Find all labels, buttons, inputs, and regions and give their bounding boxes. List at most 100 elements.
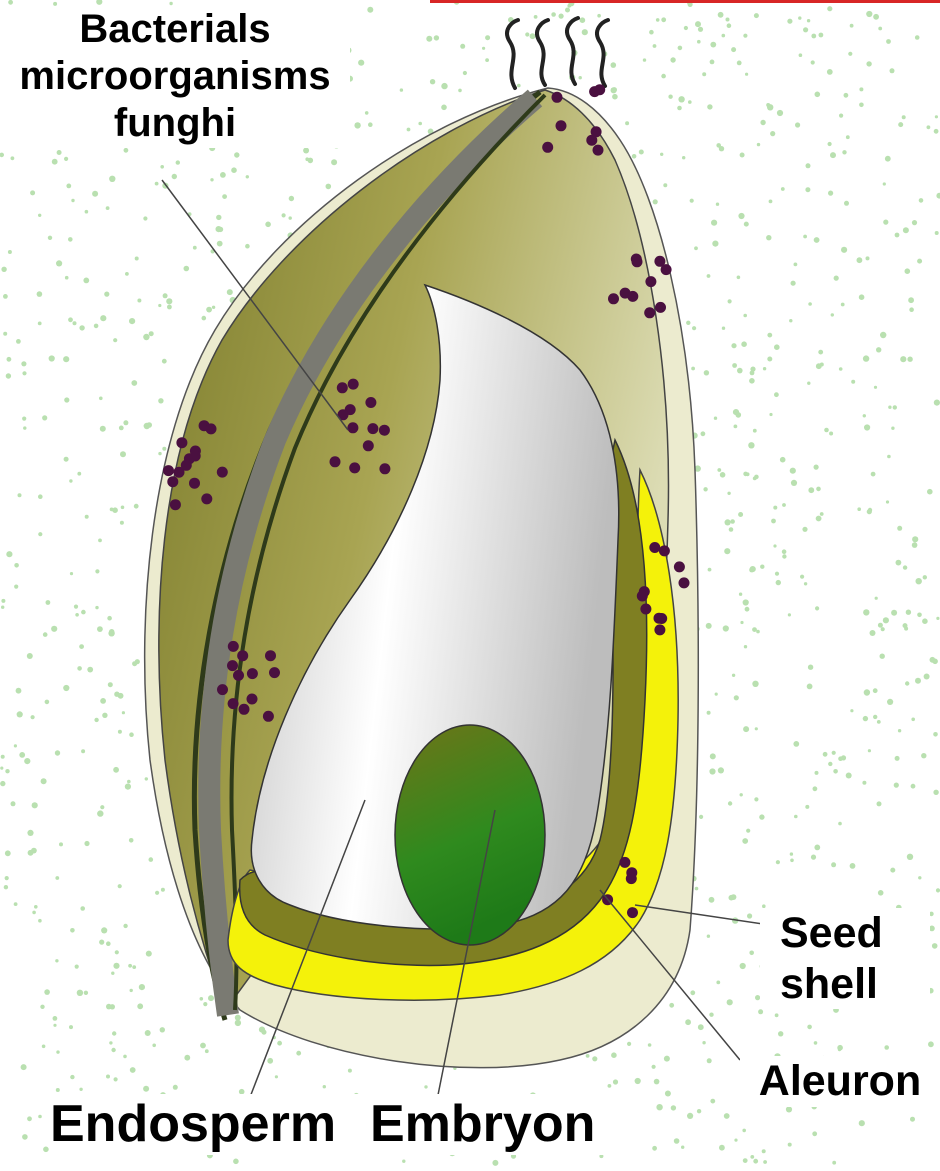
bg-dot	[900, 356, 906, 362]
bg-dot	[890, 868, 895, 873]
bg-dot	[118, 884, 122, 888]
bg-dot	[790, 852, 793, 855]
bg-dot	[670, 57, 675, 62]
bg-dot	[42, 415, 47, 420]
bg-dot	[727, 23, 732, 28]
bg-dot	[227, 289, 233, 295]
bg-dot	[235, 1015, 241, 1021]
bg-dot	[22, 417, 26, 421]
bg-dot	[827, 6, 832, 11]
bg-dot	[816, 516, 822, 522]
bg-dot	[885, 156, 891, 162]
bg-dot	[400, 88, 403, 91]
bg-dot	[203, 1002, 207, 1006]
bg-dot	[759, 814, 764, 819]
bg-dot	[652, 1065, 656, 1069]
bg-dot	[710, 60, 715, 65]
bg-dot	[160, 1027, 165, 1032]
bg-dot	[841, 247, 847, 253]
bg-dot	[441, 83, 447, 89]
bg-dot	[167, 305, 172, 310]
microbe-dot	[227, 660, 238, 671]
bg-dot	[711, 220, 717, 226]
bg-dot	[803, 27, 808, 32]
bg-dot	[850, 709, 853, 712]
bg-dot	[748, 442, 754, 448]
bg-dot	[734, 1139, 737, 1142]
bg-dot	[749, 951, 754, 956]
bg-dot	[799, 53, 803, 57]
microbe-dot	[556, 120, 567, 131]
bg-dot	[732, 674, 735, 677]
bg-dot	[14, 563, 19, 568]
bg-dot	[84, 991, 88, 995]
bg-dot	[639, 150, 644, 155]
microbe-dot	[644, 307, 655, 318]
bg-dot	[863, 609, 869, 615]
microbe-dot	[269, 667, 280, 678]
bg-dot	[898, 122, 903, 127]
bg-dot	[740, 793, 743, 796]
microbe-dot	[593, 145, 604, 156]
bg-dot	[857, 257, 863, 263]
bg-dot	[426, 36, 432, 42]
bg-dot	[743, 34, 747, 38]
microbe-dot	[170, 499, 181, 510]
bg-dot	[829, 432, 833, 436]
bg-dot	[746, 472, 750, 476]
bg-dot	[724, 1113, 730, 1119]
bg-dot	[701, 431, 706, 436]
bg-dot	[109, 176, 115, 182]
bg-dot	[84, 841, 89, 846]
bg-dot	[709, 1013, 713, 1017]
bg-dot	[753, 429, 757, 433]
bg-dot	[871, 472, 876, 477]
bg-dot	[886, 500, 889, 503]
bg-dot	[104, 292, 109, 297]
bg-dot	[828, 762, 832, 766]
bg-dot	[612, 87, 617, 92]
bg-dot	[933, 790, 938, 795]
bg-dot	[769, 413, 772, 416]
bg-dot	[173, 1085, 178, 1090]
bg-dot	[111, 1048, 115, 1052]
microbe-dot	[649, 542, 660, 553]
bg-dot	[46, 600, 51, 605]
bg-dot	[790, 468, 796, 474]
bg-dot	[17, 711, 23, 717]
bg-dot	[611, 62, 617, 68]
bg-dot	[3, 332, 7, 336]
bg-dot	[870, 630, 876, 636]
bg-dot	[791, 281, 796, 286]
bg-dot	[760, 120, 765, 125]
bg-dot	[828, 191, 833, 196]
bg-dot	[868, 508, 872, 512]
bg-dot	[743, 599, 749, 605]
bg-dot	[820, 512, 824, 516]
bg-dot	[815, 771, 819, 775]
bg-dot	[184, 266, 190, 272]
bg-dot	[859, 294, 865, 300]
bg-dot	[886, 39, 891, 44]
bg-dot	[63, 685, 69, 691]
microbe-dot	[363, 440, 374, 451]
bg-dot	[928, 1041, 934, 1047]
bg-dot	[113, 963, 119, 969]
bg-dot	[43, 632, 48, 637]
bg-dot	[101, 927, 107, 933]
bg-dot	[94, 718, 98, 722]
microbe-dot	[542, 142, 553, 153]
bg-dot	[120, 451, 126, 457]
bg-dot	[851, 380, 855, 384]
bg-dot	[707, 274, 711, 278]
bg-dot	[813, 786, 818, 791]
bg-dot	[79, 325, 84, 330]
bg-dot	[49, 355, 55, 361]
microbe-dot	[589, 86, 600, 97]
bg-dot	[723, 625, 729, 631]
bg-dot	[897, 526, 902, 531]
bg-dot	[202, 316, 207, 321]
bg-dot	[5, 876, 9, 880]
bg-dot	[838, 1048, 841, 1051]
bg-dot	[608, 1084, 612, 1088]
